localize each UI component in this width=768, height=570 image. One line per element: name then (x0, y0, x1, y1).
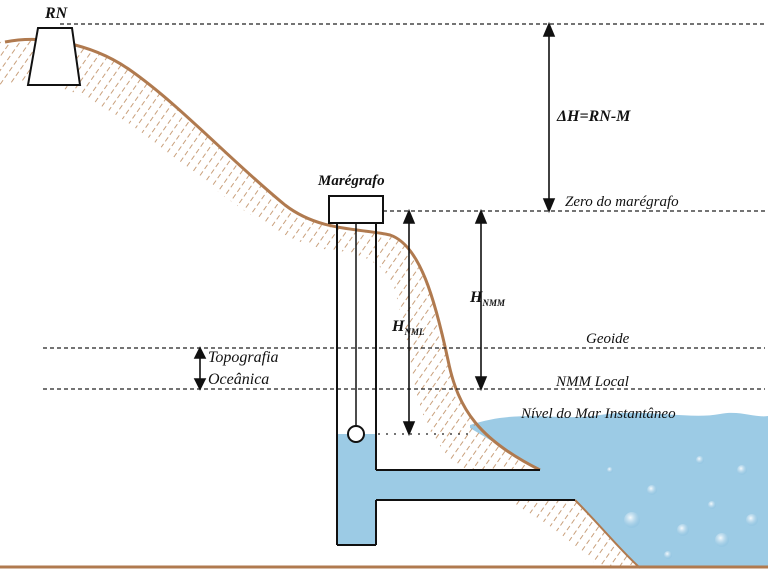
h-nmm-label: HNMM (469, 289, 506, 308)
zero-maregrafo-label: Zero do marégrafo (565, 194, 679, 210)
rn-label: RN (44, 5, 69, 22)
topografia-label-line2: Oceânica (208, 371, 269, 388)
topografia-label-line1: Topografia (208, 349, 279, 366)
nmm-local-label: NMM Local (555, 374, 629, 390)
ground-surface-line (4, 37, 541, 472)
float (347, 425, 365, 443)
nivel-mar-label: Nível do Mar Instantâneo (520, 406, 676, 422)
h-nml-label: HNML (391, 318, 425, 337)
gauge-head (328, 195, 384, 224)
sea-water (470, 412, 768, 568)
seabed-line (574, 499, 641, 569)
tide-gauge-structure (328, 195, 575, 546)
dimension-arrows (193, 21, 556, 437)
geoide-label: Geoide (586, 331, 630, 347)
delta-h-label: ΔH=RN-M (556, 108, 631, 125)
maregrafo-label: Marégrafo (317, 173, 385, 189)
reference-lines (43, 23, 765, 435)
water-bubbles (607, 456, 758, 559)
ground-hatch-band (0, 39, 640, 569)
benchmark-rn (26, 27, 82, 86)
